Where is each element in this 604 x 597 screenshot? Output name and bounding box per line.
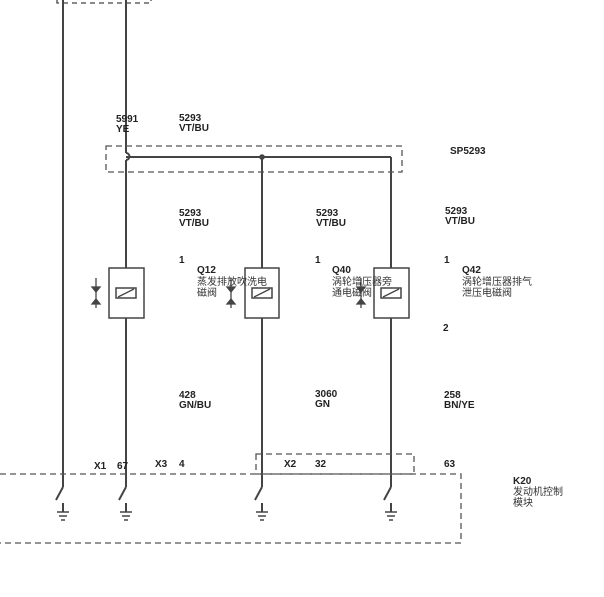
x2-connector-box xyxy=(255,453,415,475)
wire-label-5293-a: 5293 VT/BU xyxy=(179,208,209,229)
splice-node xyxy=(259,154,265,160)
component-id-q40: Q40 xyxy=(332,265,351,276)
component-id-q12: Q12 xyxy=(197,265,216,276)
connector-x3: X3 xyxy=(155,459,168,470)
wire-label-5293-top: 5293 VT/BU xyxy=(179,113,209,134)
switch-4 xyxy=(383,486,392,501)
connector-x2: X2 xyxy=(284,459,297,470)
actuator-arrows xyxy=(90,278,367,308)
switch-2 xyxy=(118,486,127,501)
wire-label-5991: 5991 YE xyxy=(116,114,139,135)
connector-x3-pin: 4 xyxy=(179,459,185,470)
k20-module-box xyxy=(0,473,462,544)
switch-1 xyxy=(55,486,64,501)
upstream-dashed-box xyxy=(56,0,152,4)
component-name-q12: 蒸发排放吹洗电 磁阀 xyxy=(197,277,267,299)
connector-pin-63: 63 xyxy=(444,459,456,470)
connector-x2-pin: 32 xyxy=(315,459,327,470)
component-id-q42: Q42 xyxy=(462,265,481,276)
splice-pack-box xyxy=(105,145,403,173)
wire-label-5293-b: 5293 VT/BU xyxy=(316,208,346,229)
pin-label: 1 xyxy=(315,255,321,266)
splice-label: SP5293 xyxy=(450,146,486,157)
wire-label-3060: 3060 GN xyxy=(315,389,338,410)
ground-symbols xyxy=(57,511,397,521)
connector-x1: X1 xyxy=(94,461,107,472)
component-name-q40: 涡轮增压器旁 通电磁阀 xyxy=(332,277,392,299)
component-id-k20: K20 xyxy=(513,476,532,487)
connector-x1-pin: 67 xyxy=(117,461,129,472)
component-name-k20: 发动机控制 模块 xyxy=(513,487,563,509)
switch-3 xyxy=(254,486,263,501)
pin-label: 1 xyxy=(179,255,185,266)
wire-label-258: 258 BN/YE xyxy=(444,390,475,411)
wire-label-428: 428 GN/BU xyxy=(179,390,212,411)
pin-label: 2 xyxy=(443,323,449,334)
component-name-q42: 涡轮增压器排气 泄压电磁阀 xyxy=(462,277,532,299)
solenoid-q40-box xyxy=(373,267,410,319)
pin-label: 1 xyxy=(444,255,450,266)
wire-label-5293-c: 5293 VT/BU xyxy=(445,206,475,227)
